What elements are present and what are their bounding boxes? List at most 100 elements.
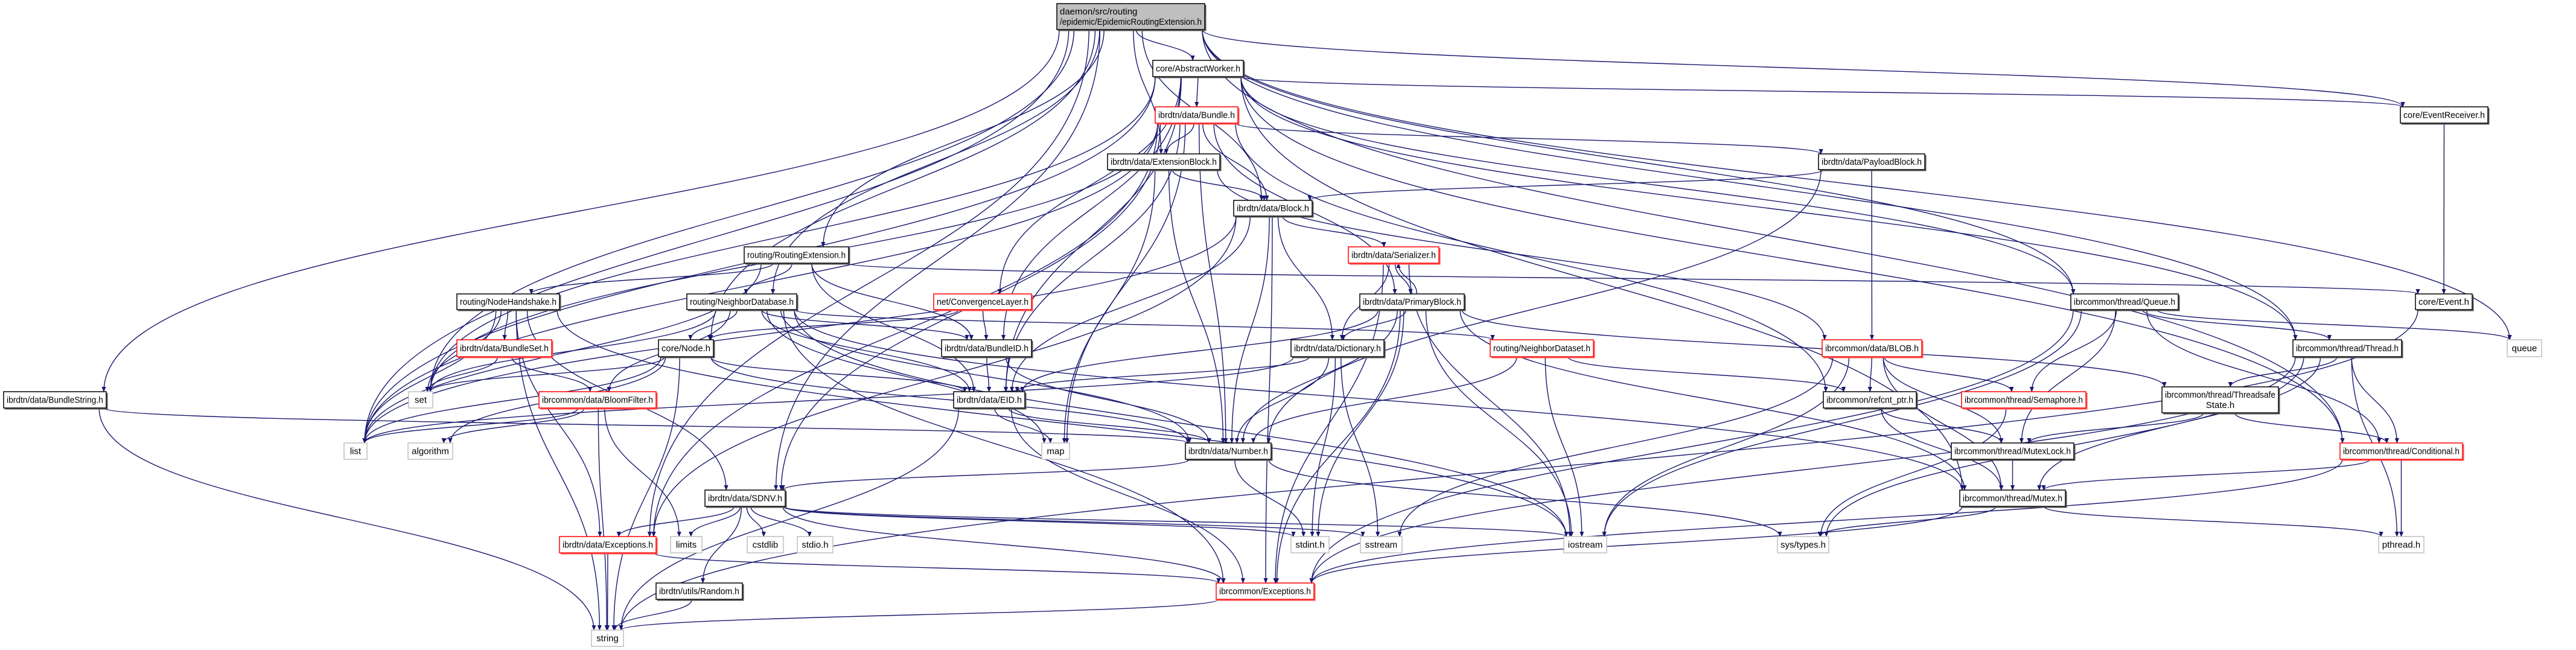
node-number[interactable]: ibrdtn/data/Number.h [1185,442,1273,461]
node-box [1107,153,1220,170]
edge-ndb-to-set [428,309,717,392]
node-ndb[interactable]: routing/NeighborDatabase.h [686,293,799,311]
edge-refcnt-to-mutex [1881,407,2004,491]
node-re[interactable]: routing/RoutingExtension.h [744,246,850,265]
node-eid[interactable]: ibrdtn/data/EID.h [953,391,1027,410]
node-event[interactable]: core/Event.h [2415,293,2474,311]
node-box [2507,339,2542,357]
node-ser[interactable]: ibrdtn/data/Serializer.h [1348,246,1441,265]
edge-bset-to-bloom [511,356,593,392]
node-box [670,536,703,553]
node-ext[interactable]: ibrdtn/data/ExtensionBlock.h [1107,153,1222,171]
edge-aw-to-evr [1240,76,2405,107]
node-node[interactable]: core/Node.h [658,339,715,358]
edge-queue_h-to-thread [2141,309,2332,340]
node-shadow [2163,388,2280,415]
edge-eid-to-string [619,407,960,631]
node-cl[interactable]: net/ConvergenceLayer.h [933,293,1033,311]
node-dexc[interactable]: ibrdtn/data/Exceptions.h [559,536,658,555]
node-blob[interactable]: ibrcommon/data/BLOB.h [1822,339,1924,358]
edge-ndb-to-cexc [783,309,1226,584]
node-dict[interactable]: ibrdtn/data/Dictionary.h [1290,339,1386,358]
edge-random-to-string [613,599,693,631]
node-box [744,246,849,264]
node-label: State.h [2206,400,2235,410]
node-label: ibrcommon/thread/Semaphore.h [1965,395,2083,406]
node-evr[interactable]: core/EventReceiver.h [2400,106,2490,125]
node-mlock[interactable]: ibrcommon/thread/MutexLock.h [1951,442,2076,461]
node-block[interactable]: ibrdtn/data/Block.h [1233,200,1314,218]
edge-queue_h-to-cexc [1309,309,2074,584]
edge-aw-to-bundle [1194,76,1199,107]
edge-bid-to-number [1005,356,1211,444]
node-label: ibrdtn/data/BundleSet.h [460,343,549,354]
edge-pay-to-block [1307,169,1825,201]
node-shadow [1361,295,1466,311]
node-box [1563,536,1607,553]
node-prim[interactable]: ibrdtn/data/PrimaryBlock.h [1359,293,1466,311]
edge-block-to-dexc [651,215,1237,537]
edge-nh-to-list [362,309,497,444]
node-shadow [1963,393,2088,410]
node-label: ibrdtn/data/Dictionary.h [1294,343,1381,354]
node-shadow [1825,393,1918,410]
edge-block-to-cexc [1263,215,1273,584]
node-label: ibrdtn/data/PrimaryBlock.h [1363,297,1461,307]
node-box [655,582,743,600]
node-pay[interactable]: ibrdtn/data/PayloadBlock.h [1818,153,1927,171]
node-cexc[interactable]: ibrcommon/Exceptions.h [1216,582,1316,601]
node-shadow [540,393,658,410]
node-nh[interactable]: routing/NodeHandshake.h [456,293,561,311]
edge-eid-to-cexc [1010,407,1246,584]
node-bstr[interactable]: ibrdtn/data/BundleString.h [3,391,108,410]
node-sem[interactable]: ibrcommon/thread/Semaphore.h [1961,391,2088,410]
node-mutex[interactable]: ibrcommon/thread/Mutex.h [1959,489,2067,508]
node-string: string [591,629,624,647]
edge-re-to-bid [811,263,974,340]
node-bundle[interactable]: ibrdtn/data/Bundle.h [1155,106,1240,125]
edge-root-to-queue [1202,29,2512,340]
node-nds[interactable]: routing/NeighborDataset.h [1490,339,1595,358]
node-label: sstream [1365,540,1397,550]
node-shadow [2294,341,2403,358]
node-box [407,442,453,460]
node-label: ibrcommon/thread/Threadsafe [2165,390,2275,400]
node-cond[interactable]: ibrcommon/thread/Conditional.h [2339,442,2464,461]
node-label: map [1047,447,1064,457]
node-bid[interactable]: ibrdtn/data/BundleID.h [941,339,1033,358]
node-queue: queue [2507,339,2542,357]
node-bset[interactable]: ibrdtn/data/BundleSet.h [456,339,553,358]
node-thread[interactable]: ibrcommon/thread/Thread.h [2292,339,2403,358]
edge-mutex-to-cexc [1309,506,1963,584]
edge-bid-to-eid [986,356,992,392]
node-root[interactable]: daemon/src/routing/epidemic/EpidemicRout… [1056,3,1207,31]
edge-nds-to-refcnt [1567,356,1846,392]
node-refcnt[interactable]: ibrcommon/refcnt_ptr.h [1823,391,1918,410]
node-box [538,391,657,409]
edge-ndb-to-map [766,309,1047,444]
node-box [2070,293,2179,310]
node-sdnv[interactable]: ibrdtn/data/SDNV.h [704,489,787,508]
edge-node-to-eid [710,356,968,392]
node-queue_h[interactable]: ibrcommon/thread/Queue.h [2070,293,2180,311]
edge-cl-to-bid [982,309,989,340]
node-box [1056,3,1205,30]
node-map: map [1041,442,1070,460]
node-label: net/ConvergenceLayer.h [937,297,1028,307]
edge-ndb-to-bid [760,309,969,340]
node-aw[interactable]: core/AbstractWorker.h [1152,60,1245,78]
node-random[interactable]: ibrdtn/utils/Random.h [655,582,744,601]
edge-eid-to-number [1007,407,1211,444]
edge-bundle-to-list [362,123,1158,444]
edge-sdnv-to-dexc [616,506,735,537]
node-label: limits [676,540,697,550]
node-box [1959,489,2066,507]
edge-block-to-dict [1277,215,1335,340]
node-box [1490,339,1594,357]
edge-aw-to-bid [1001,76,1182,340]
node-bloom[interactable]: ibrcommon/data/BloomFilter.h [538,391,658,410]
node-shadow [2341,444,2464,461]
edge-thread-to-tss [2228,356,2338,387]
